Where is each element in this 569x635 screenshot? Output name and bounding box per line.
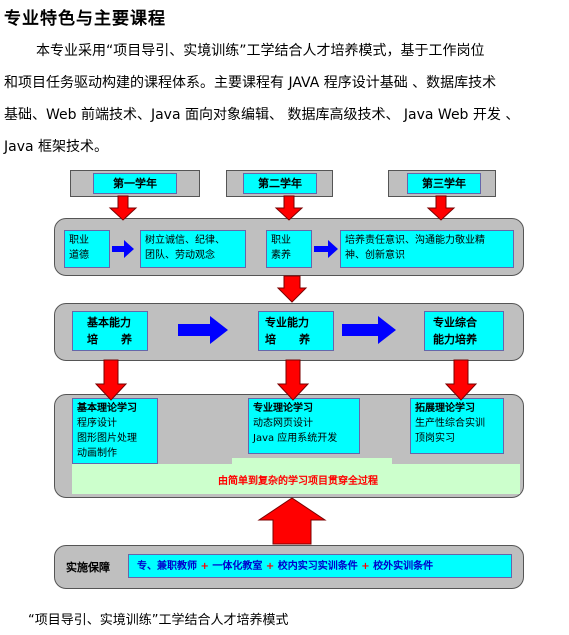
paragraph-line-2: 和项目任务驱动构建的课程体系。主要课程有 JAVA 程序设计基础 、数据库技术: [4, 75, 497, 91]
arrow-year2-down: [274, 195, 304, 221]
basic-ability-box: 基本能力培 养: [72, 311, 148, 351]
extended-theory-box: 拓展理论学习 生产性综合实训 顶岗实习: [410, 398, 504, 454]
paragraph-line-3: 基础、Web 前端技术、Java 面向对象编辑、 数据库高级技术、 Java W…: [4, 107, 520, 123]
paragraph-line-1: 本专业采用“项目导引、实境训练”工学结合人才培养模式，基于工作岗位: [36, 43, 485, 59]
comprehensive-ability-box: 专业综合能力培养: [424, 311, 504, 351]
progress-band-step: [232, 458, 392, 466]
year-1-box: 第一学年: [93, 173, 177, 194]
arrow-row2-down-1: [94, 359, 128, 401]
page-title: 专业特色与主要课程: [4, 9, 166, 29]
arrow-year1-down: [108, 195, 138, 221]
year-2-box: 第二学年: [243, 173, 317, 194]
diagram-caption: “项目导引、实境训练”工学结合人才培养模式: [28, 613, 289, 628]
guarantee-items-box: 专、兼职教师 + 一体化教室 + 校内实习实训条件 + 校外实训条件: [128, 554, 512, 578]
professional-theory-box: 专业理论学习 动态网页设计 Java 应用系统开发: [248, 398, 360, 454]
arrow-row1-down: [276, 275, 308, 303]
arrow-row2-right-1: [178, 316, 228, 344]
progress-label: 由简单到复杂的学习项目贯穿全过程: [218, 476, 378, 487]
arrow-row1-right-2: [314, 240, 338, 258]
year-1-frame: 第一学年: [70, 170, 200, 197]
year-2-frame: 第二学年: [226, 170, 333, 197]
intro-paragraph: 本专业采用“项目导引、实境训练”工学结合人才培养模式，基于工作岗位 和项目任务驱…: [4, 35, 564, 163]
arrow-row2-down-2: [276, 359, 310, 401]
responsibility-awareness-box: 培养责任意识、沟通能力敬业精神、创新意识: [340, 230, 514, 268]
professional-quality-box: 职业素养: [266, 230, 312, 268]
arrow-row2-down-3: [444, 359, 478, 401]
arrow-year3-down: [426, 195, 456, 221]
paragraph-line-4: Java 框架技术。: [4, 139, 109, 155]
basic-theory-box: 基本理论学习 程序设计 图形图片处理 动画制作: [72, 398, 158, 464]
guarantee-label: 实施保障: [66, 561, 110, 574]
arrow-row1-right-1: [112, 240, 134, 258]
professional-ability-box: 专业能力培 养: [258, 311, 334, 351]
professional-ethics-box: 职业道德: [64, 230, 110, 268]
arrow-guarantee-up: [257, 497, 327, 545]
progress-band: [72, 464, 520, 494]
year-3-box: 第三学年: [407, 173, 481, 194]
integrity-values-box: 树立诚信、纪律、团队、劳动观念: [140, 230, 246, 268]
arrow-row2-right-2: [342, 316, 396, 344]
